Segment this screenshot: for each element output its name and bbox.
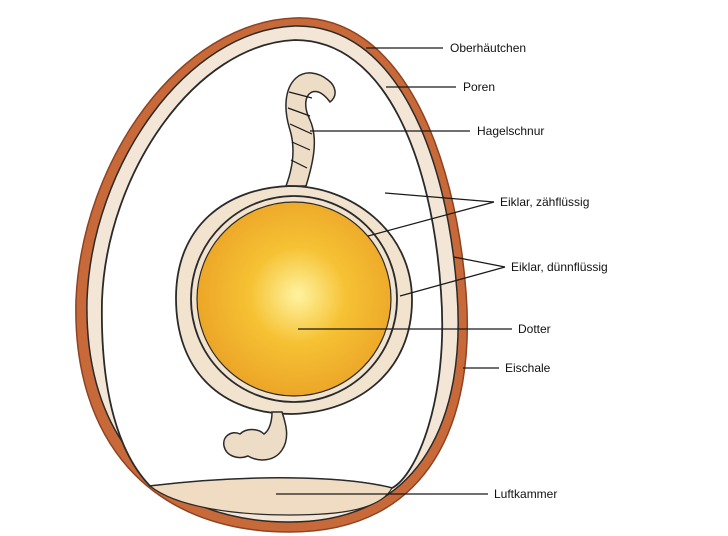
label-poren: Poren (463, 80, 495, 94)
label-eischale: Eischale (505, 361, 550, 375)
label-oberhaeutchen: Oberhäutchen (450, 41, 526, 55)
label-dotter: Dotter (518, 322, 551, 336)
label-luftkammer: Luftkammer (494, 487, 557, 501)
label-eiklar-duennfluessig: Eiklar, dünnflüssig (511, 260, 608, 274)
label-hagelschnur: Hagelschnur (477, 124, 544, 138)
yolk (197, 202, 391, 396)
label-eiklar-zaehfluessig: Eiklar, zähflüssig (500, 195, 589, 209)
